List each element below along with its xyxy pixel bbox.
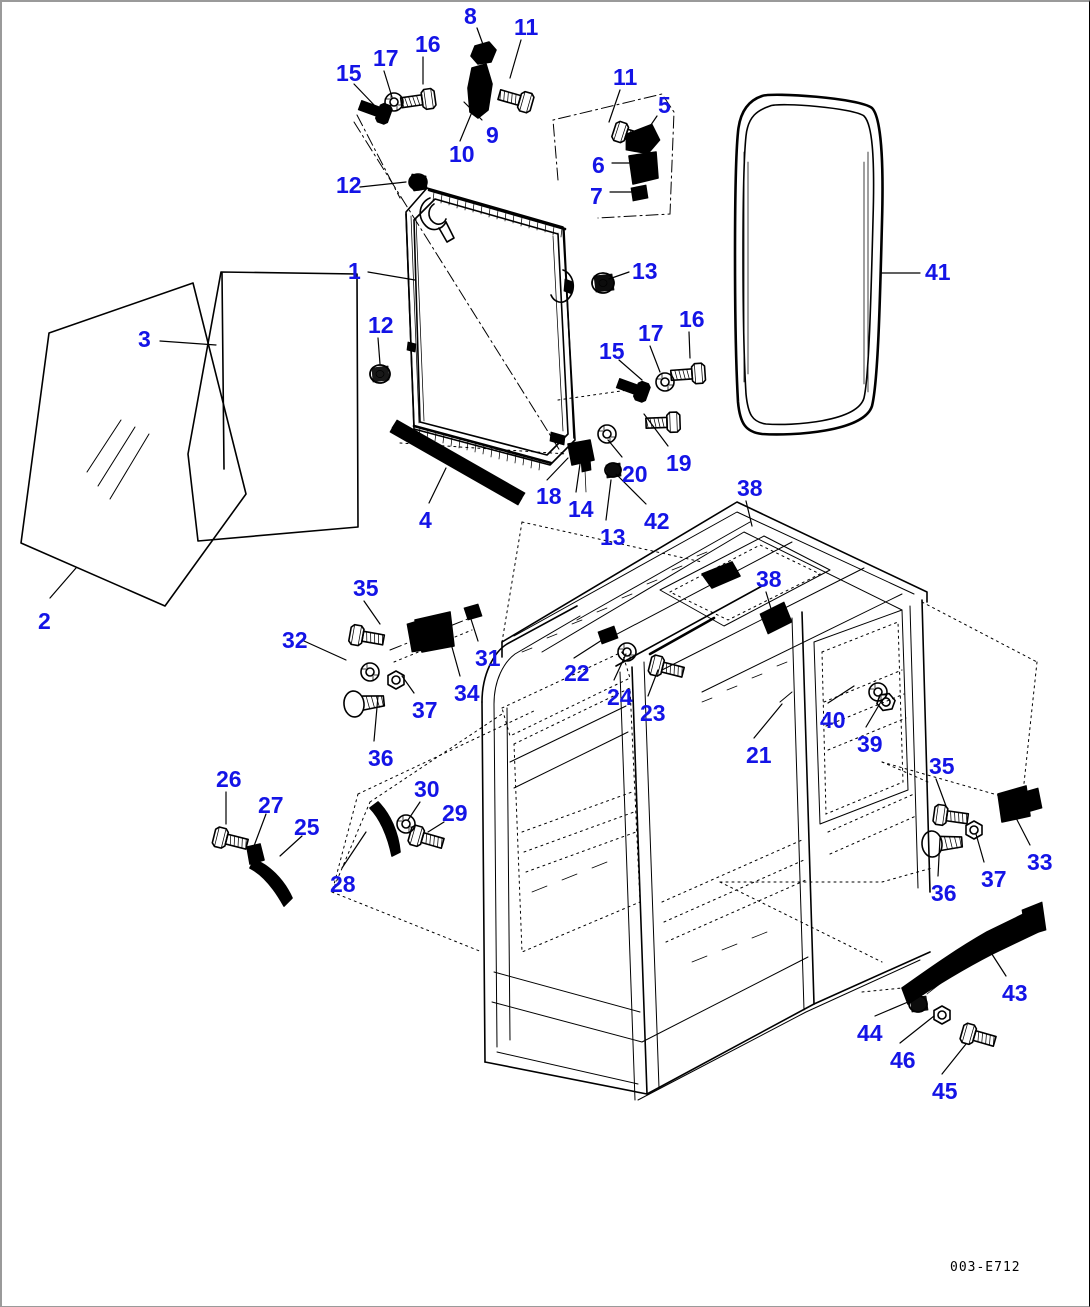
callout-15: 15	[336, 60, 362, 86]
drawing-code: 003-E712	[950, 1260, 1021, 1275]
part-4-weatherstrip	[389, 419, 526, 506]
callout-11b: 11	[613, 64, 638, 90]
callout-1: 1	[348, 258, 361, 284]
callout-7: 7	[590, 183, 603, 209]
callout-44: 44	[857, 1020, 883, 1046]
callout-19: 19	[666, 450, 692, 476]
callout-26: 26	[216, 766, 242, 792]
part-13-grommet-upper	[591, 272, 615, 294]
callout-20: 20	[622, 461, 648, 487]
hardware-cluster-right	[353, 114, 707, 493]
callout-39: 39	[857, 731, 883, 757]
callout-35b: 35	[929, 753, 955, 779]
callout-11: 11	[514, 14, 539, 40]
callout-37b: 37	[981, 866, 1007, 892]
callout-21: 21	[746, 742, 772, 768]
callout-3: 3	[138, 326, 151, 352]
callout-42: 42	[644, 508, 670, 534]
hardware-cluster-left-lower	[210, 603, 537, 907]
callout-41: 41	[925, 259, 951, 285]
callout-31: 31	[475, 645, 501, 671]
part-41-window-seal	[733, 93, 884, 436]
callout-32: 32	[282, 627, 308, 653]
callout-29: 29	[442, 800, 468, 826]
hardware-cluster-top	[356, 41, 536, 384]
hardware-cluster-latch	[552, 93, 675, 219]
callout-2: 2	[38, 608, 51, 634]
callout-9: 9	[486, 122, 499, 148]
callout-37: 37	[412, 697, 438, 723]
callout-16: 16	[415, 31, 441, 57]
callout-18: 18	[536, 483, 562, 509]
callout-30: 30	[414, 776, 440, 802]
callout-24: 24	[607, 684, 633, 710]
callout-33: 33	[1027, 849, 1053, 875]
callout-6: 6	[592, 152, 605, 178]
part-1-window-frame	[405, 187, 576, 471]
callout-4: 4	[419, 507, 432, 533]
callout-35: 35	[353, 575, 379, 601]
callout-14: 14	[568, 496, 594, 522]
callout-8: 8	[464, 3, 477, 29]
callout-5: 5	[658, 92, 671, 118]
callout-43: 43	[1002, 980, 1028, 1006]
callout-36b: 36	[931, 880, 957, 906]
callout-15b: 15	[599, 338, 625, 364]
callout-13: 13	[632, 258, 658, 284]
callout-25: 25	[294, 814, 320, 840]
callout-16b: 16	[679, 306, 705, 332]
hardware-cluster-right-lower	[861, 761, 1047, 1052]
callout-27: 27	[258, 792, 284, 818]
callout-45: 45	[932, 1078, 958, 1104]
callout-10: 10	[449, 141, 475, 167]
callout-34: 34	[454, 680, 480, 706]
callout-17b: 17	[638, 320, 664, 346]
callout-12: 12	[336, 172, 362, 198]
part-3-glass-pane	[187, 271, 359, 542]
callout-40: 40	[820, 707, 846, 733]
callout-23: 23	[640, 700, 666, 726]
callout-36: 36	[368, 745, 394, 771]
callout-13b: 13	[600, 524, 626, 550]
callout-46: 46	[890, 1047, 916, 1073]
callout-17: 17	[373, 45, 399, 71]
callout-38b: 38	[756, 566, 782, 592]
callout-22: 22	[564, 660, 590, 686]
callout-38: 38	[737, 475, 763, 501]
callout-28: 28	[330, 871, 356, 897]
leader-lines	[49, 27, 1031, 1075]
callout-12b: 12	[368, 312, 394, 338]
part-2-glass-pane	[20, 282, 247, 607]
